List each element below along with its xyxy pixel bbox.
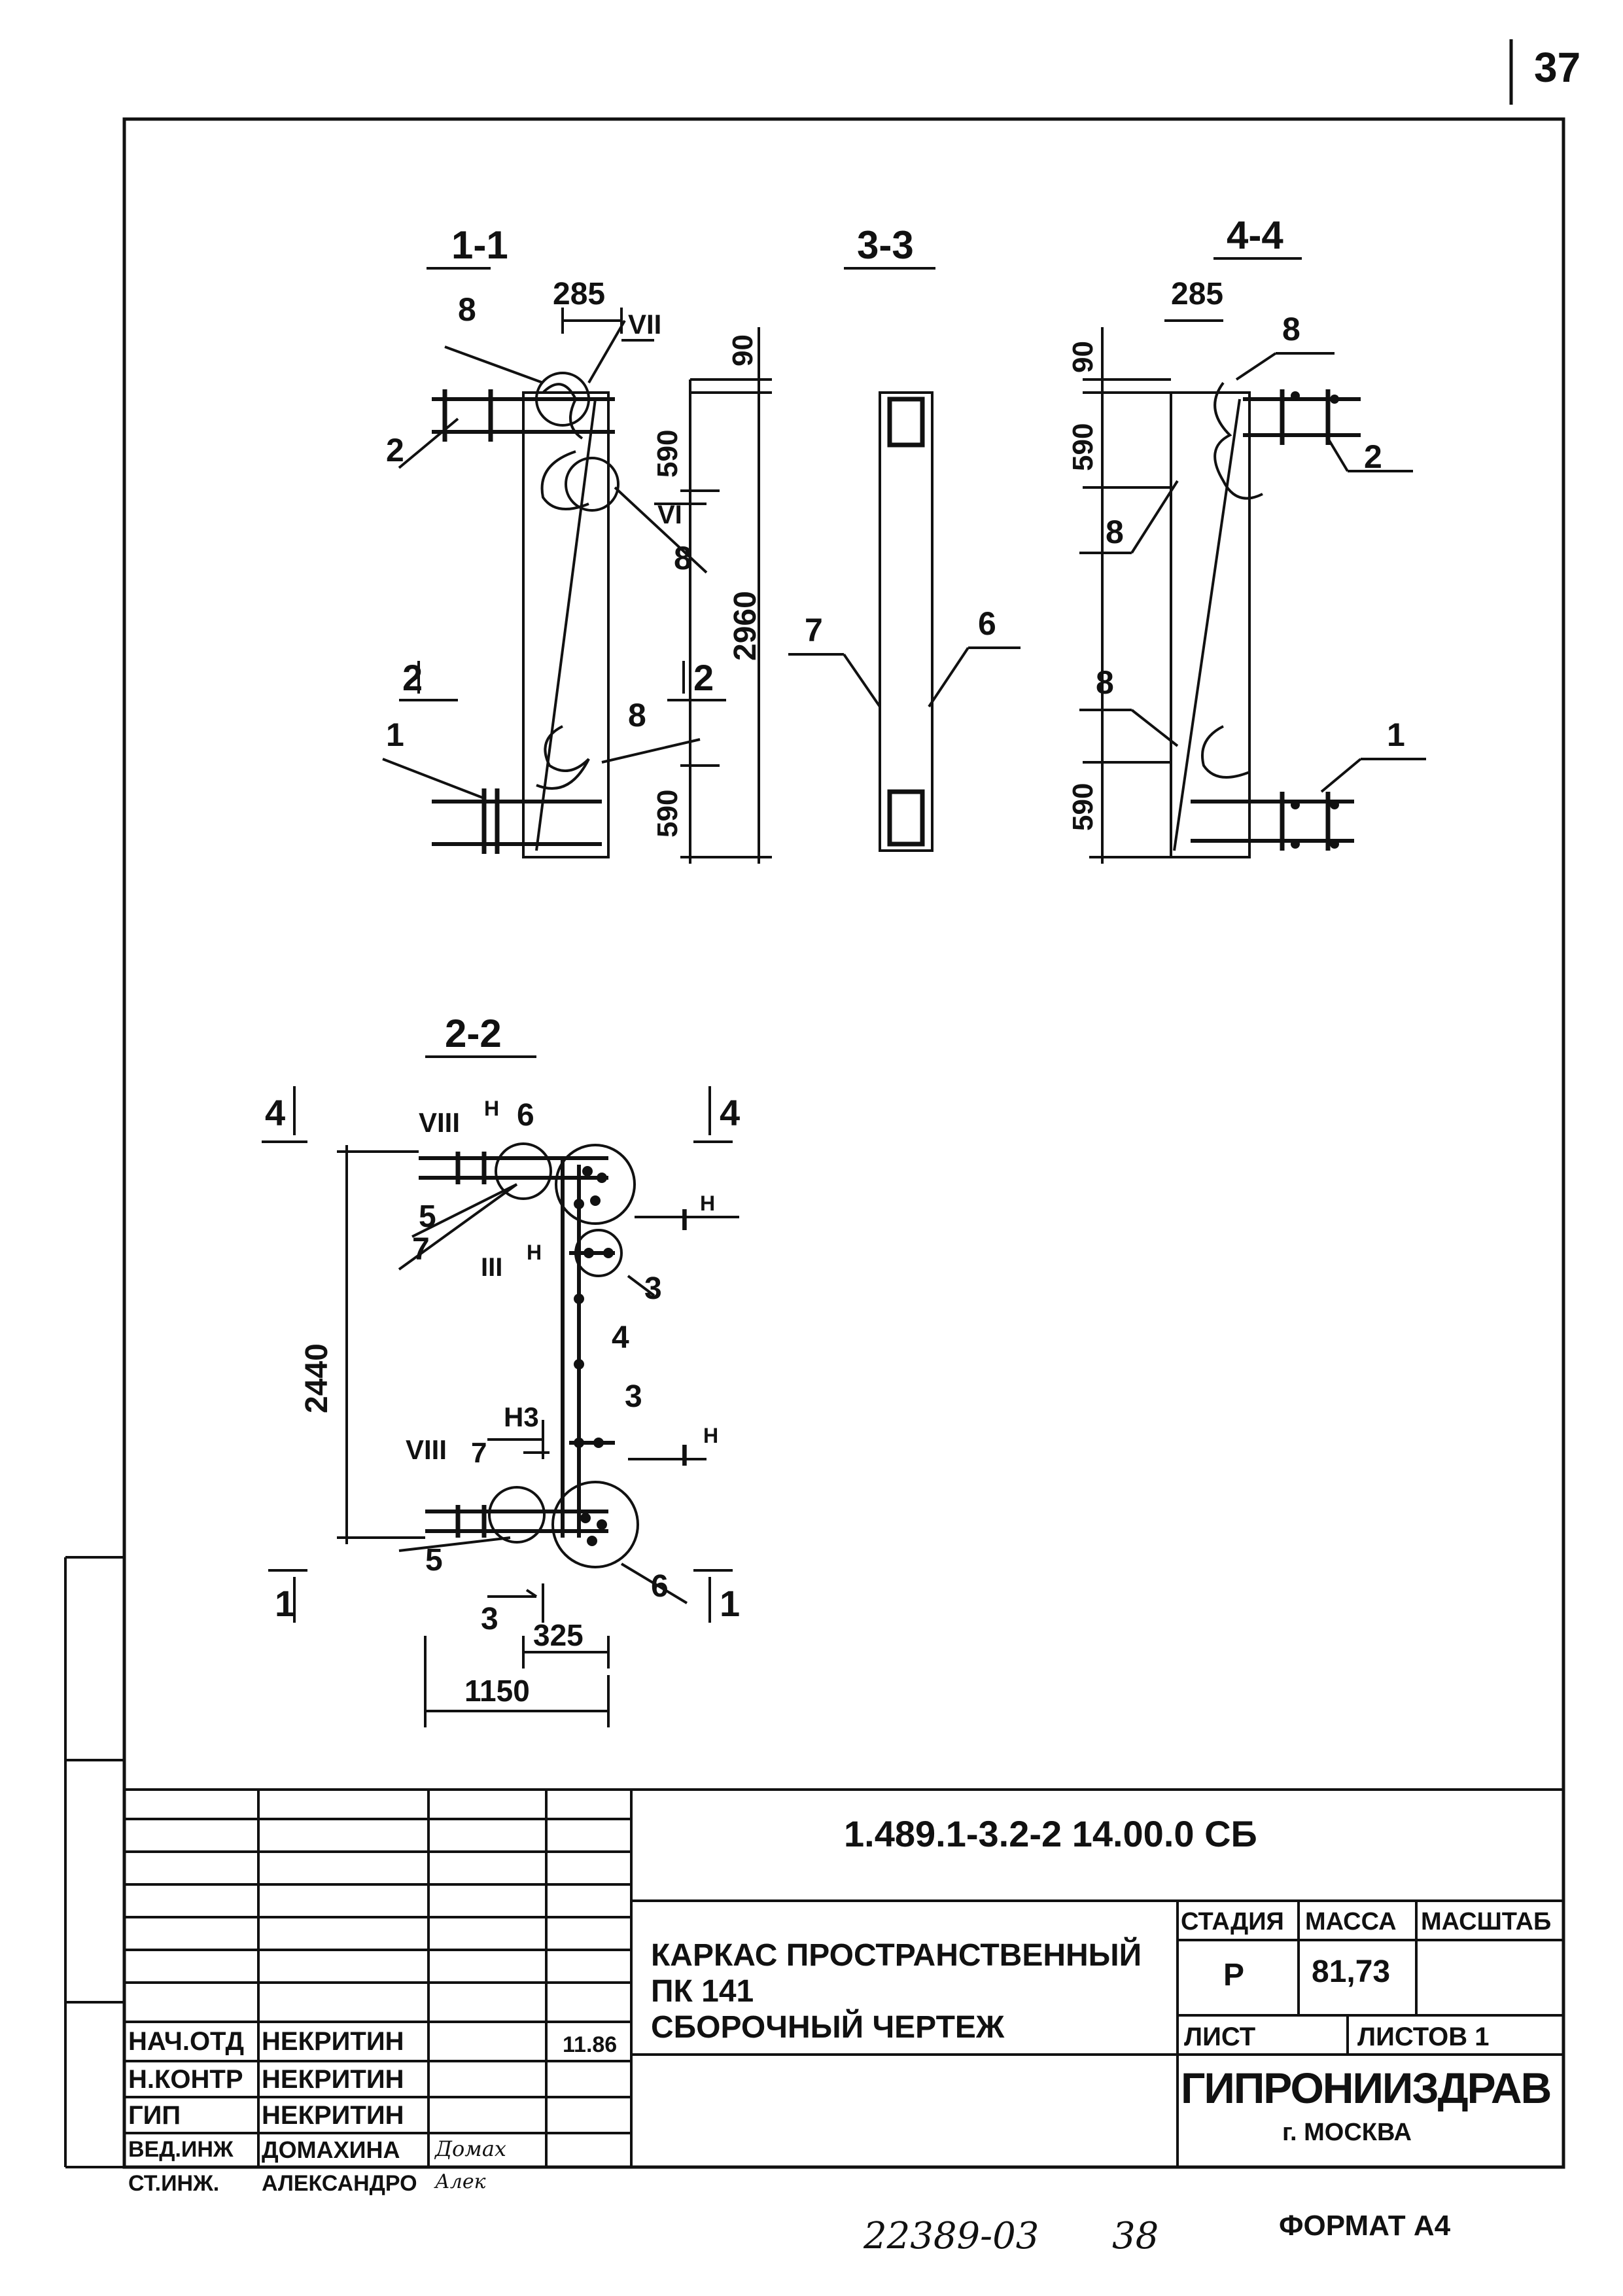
position-label: 8 [458, 291, 476, 328]
drawing-title-line3: СБОРОЧНЫЙ ЧЕРТЕЖ [651, 2010, 1005, 2045]
section-arrow-label: 4 [265, 1092, 285, 1133]
signature-name: АЛЕКСАНДРО [262, 2171, 417, 2196]
signature-role: СТ.ИНЖ. [128, 2171, 220, 2196]
dimension-label: 590 [1067, 423, 1099, 471]
signature-role: НАЧ.ОТД [128, 2027, 244, 2056]
dimension-label: 285 [1171, 277, 1223, 311]
position-label: 2 [1364, 438, 1382, 475]
paper-format: ФОРМАТ А4 [1279, 2210, 1451, 2242]
title-block-grid [124, 1788, 1563, 2167]
position-label: 4 [612, 1320, 629, 1355]
roman-label: I [680, 1203, 689, 1237]
roman-label: VI [657, 501, 682, 529]
stage-header: СТАДИЯ [1181, 1908, 1284, 1935]
page-number: 37 [1534, 44, 1580, 91]
mass-header: МАССА [1305, 1908, 1397, 1935]
scale-header: МАСШТАБ [1421, 1908, 1552, 1935]
position-label: 1 [1387, 716, 1405, 753]
signature-name: ДОМАХИНА [262, 2136, 400, 2163]
position-label: 8 [1106, 514, 1124, 550]
roman-superscript: H [527, 1241, 542, 1264]
drawing-title-line1: КАРКАС ПРОСТРАНСТВЕННЫЙ [651, 1938, 1142, 1973]
drawing-frame [122, 117, 1565, 2169]
position-label: 8 [628, 697, 646, 733]
position-label: 6 [978, 605, 996, 642]
roman-label: I [680, 1438, 689, 1472]
section-title-2-2: 2-2 [445, 1012, 502, 1055]
roman-label: VIII [419, 1107, 460, 1138]
section-title-4-4: 4-4 [1227, 213, 1283, 257]
dimension-label: 590 [652, 790, 684, 838]
section-1-1-drawing [382, 267, 772, 864]
approval-date: 11.86 [563, 2032, 618, 2057]
dimension-label: 2960 [728, 591, 763, 661]
position-label: 5 [425, 1543, 443, 1578]
drawing-designation: 1.489.1-3.2-2 14.00.0 СБ [844, 1813, 1257, 1854]
section-3-3-drawing [788, 267, 1021, 852]
position-label: 7 [805, 612, 823, 648]
position-label: 7 [471, 1437, 487, 1469]
position-label: 5 [419, 1199, 436, 1234]
position-label: 6 [651, 1569, 669, 1604]
position-label: 3 [625, 1379, 642, 1414]
roman-label: III [481, 1253, 502, 1282]
position-label: 1 [386, 716, 404, 753]
mass-value: 81,73 [1312, 1954, 1391, 1989]
stage-value: Р [1223, 1958, 1245, 1992]
dimension-label: 2440 [300, 1343, 334, 1413]
section-title-1-1: 1-1 [451, 223, 508, 267]
position-label: 3 [644, 1271, 662, 1306]
section-arrow-label: H3 [504, 1402, 539, 1432]
position-label: 7 [412, 1232, 430, 1267]
signature-name: НЕКРИТИН [262, 2065, 404, 2094]
roman-superscript: H [700, 1192, 715, 1215]
section-arrow-label: 1 [275, 1583, 295, 1624]
signature-name: НЕКРИТИН [262, 2101, 404, 2130]
organization-name: ГИПРОНИИЗДРАВ [1181, 2064, 1552, 2112]
section-4-4-drawing [1079, 257, 1426, 864]
dimension-label: 90 [727, 334, 759, 366]
roman-label: VII [628, 309, 661, 340]
dimension-label: 1150 [464, 1674, 530, 1708]
signature-role: Н.КОНТР [128, 2065, 243, 2094]
signature: Домах [435, 2136, 506, 2161]
position-label: 8 [1096, 664, 1114, 701]
roman-superscript: H [703, 1424, 718, 1447]
signature-role: ГИП [128, 2101, 181, 2130]
section-arrow-label: 2 [402, 657, 423, 698]
signature-name: НЕКРИТИН [262, 2027, 404, 2056]
sheets-count: ЛИСТОВ 1 [1357, 2022, 1490, 2051]
dimension-label: 590 [1067, 783, 1099, 831]
organization-city: г. МОСКВА [1282, 2119, 1412, 2146]
order-number: 22389-03 [864, 2215, 1039, 2257]
section-arrow-label: 4 [720, 1092, 740, 1133]
roman-label: VIII [406, 1434, 447, 1465]
dimension-label: 590 [652, 430, 684, 478]
signature: Алек [435, 2170, 486, 2193]
dimension-label: 90 [1067, 341, 1099, 373]
section-arrow-label: 1 [720, 1583, 740, 1624]
section-arrow-label: 3 [481, 1602, 498, 1636]
dimension-label: 285 [553, 277, 605, 311]
section-2-2-drawing [262, 1055, 739, 1727]
section-title-3-3: 3-3 [857, 223, 914, 267]
position-label: 2 [386, 432, 404, 468]
signature-role: ВЕД.ИНЖ [128, 2137, 234, 2162]
position-label: 8 [1282, 311, 1300, 347]
position-label: 6 [517, 1098, 534, 1133]
roman-superscript: H [484, 1097, 499, 1120]
sheet-label: ЛИСТ [1184, 2022, 1256, 2051]
position-label: 8 [674, 540, 692, 576]
rebar-dots [574, 391, 1339, 1546]
dimension-label: 325 [533, 1618, 584, 1652]
section-arrow-label: 2 [693, 657, 714, 698]
drawing-title-line2: ПК 141 [651, 1974, 754, 2009]
page-reference: 38 [1112, 2215, 1159, 2257]
